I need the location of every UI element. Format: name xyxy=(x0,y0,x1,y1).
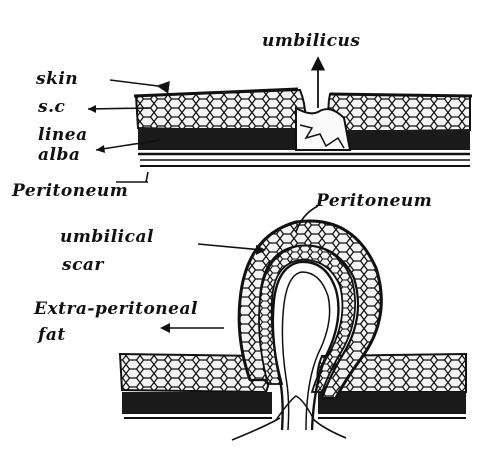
label-peritoneum-upper: Peritoneum xyxy=(12,182,128,200)
label-fat: fat xyxy=(38,326,66,344)
label-peritoneum-lower: Peritoneum xyxy=(316,192,432,210)
lower-linea-alba-left xyxy=(122,392,272,414)
label-skin: skin xyxy=(36,70,78,88)
upper-abdominal-wall xyxy=(88,58,472,182)
lower-linea-alba-right xyxy=(318,392,466,414)
lower-hernia-figure xyxy=(120,206,466,440)
peritoneum-pointer-upper xyxy=(146,172,148,182)
upper-skin-line-right xyxy=(330,94,472,96)
label-extra-peritoneal: Extra-peritoneal xyxy=(34,300,198,318)
label-umbilical: umbilical xyxy=(60,228,154,246)
label-linea: linea xyxy=(38,126,88,144)
scar-pointer xyxy=(198,244,262,250)
label-umbilicus: umbilicus xyxy=(262,32,360,50)
upper-sc-tissue-right xyxy=(328,94,470,132)
sc-pointer xyxy=(88,108,150,109)
label-sc: s.c xyxy=(38,98,65,116)
skin-pointer xyxy=(110,80,158,86)
label-scar: scar xyxy=(62,256,104,274)
label-alba: alba xyxy=(38,146,80,164)
upper-linea-alba-right xyxy=(346,130,470,150)
upper-linea-alba-left xyxy=(138,128,298,150)
